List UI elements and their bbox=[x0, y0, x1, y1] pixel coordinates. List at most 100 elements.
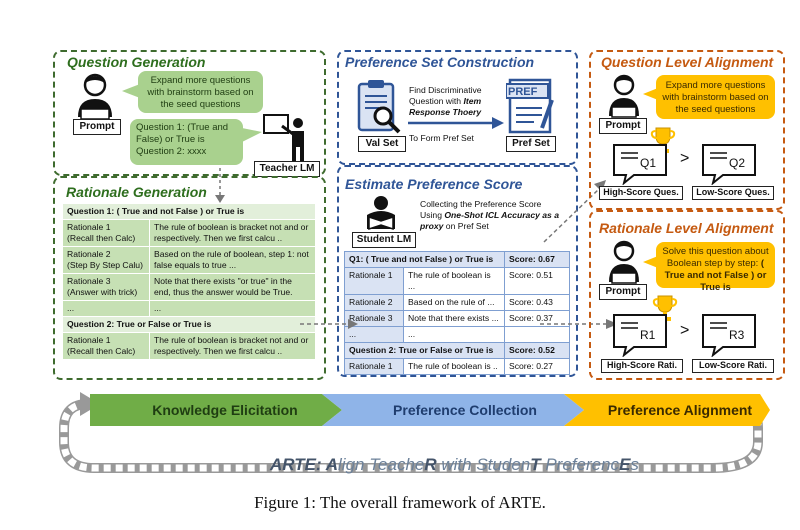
qla-prompt-label: Prompt bbox=[599, 118, 647, 134]
arte-word-lign: lign bbox=[338, 455, 370, 474]
rgen-rationale-name: Rationale 2 (Step By Step Calu) bbox=[62, 246, 150, 274]
arte-acronym: ARTE bbox=[270, 455, 316, 474]
rationale-alignment-title: Rationale Level Alignment bbox=[599, 220, 774, 236]
question-generation-panel bbox=[53, 50, 326, 176]
estimate-score-title: Estimate Preference Score bbox=[345, 176, 523, 192]
rla-bubble-tail bbox=[643, 256, 658, 268]
rgen-rationale-text: Note that there exists "or true" in the … bbox=[149, 273, 316, 301]
teacher-to-rationale-arrow bbox=[215, 168, 225, 203]
preference-set-panel bbox=[337, 50, 578, 165]
table-row: Rationale 1 The rule of boolean is .. Sc… bbox=[344, 358, 570, 375]
arte-letter-s: s bbox=[630, 455, 639, 474]
teacher-bubble-tail bbox=[242, 128, 262, 142]
rgen-rationale-text: The rule of boolean is bracket not and o… bbox=[149, 219, 316, 247]
arte-word-studen: Studen bbox=[476, 455, 531, 474]
prompt-person-icon bbox=[75, 73, 115, 121]
q1-label: Q1 bbox=[640, 156, 657, 170]
est-rationale-name: Rationale 1 bbox=[344, 358, 404, 375]
table-row: Rationale 3 Note that there exists ... S… bbox=[344, 310, 570, 327]
arte-word-teache: Teache bbox=[369, 455, 425, 474]
form-pref-text: To Form Pref Set bbox=[409, 133, 474, 143]
qgen-prompt-label: Prompt bbox=[73, 119, 121, 135]
est-rationale-score: Score: 0.43 bbox=[504, 294, 570, 311]
qla-bubble-tail bbox=[643, 88, 658, 100]
est-rationale-name: Rationale 3 bbox=[344, 310, 404, 327]
teacher-bubble: Question 1: (True and False) or True is … bbox=[130, 119, 243, 165]
table-row: Rationale 1 The rule of boolean is ... S… bbox=[344, 267, 570, 295]
table-row: Rationale 1 (Recall then Calc) The rule … bbox=[62, 332, 316, 360]
table-row: Q1: ( True and not False ) or True is Sc… bbox=[344, 251, 570, 268]
est-rationale-text: The rule of boolean is ... bbox=[403, 267, 505, 295]
est-rationale-text: ... bbox=[403, 326, 505, 343]
estimate-score-panel bbox=[337, 165, 578, 377]
collect-text-2: Using bbox=[420, 210, 442, 220]
teacher-bubble-line-2: Question 2: xxxx bbox=[136, 146, 207, 157]
collect-text-1: Collecting the Preference Score bbox=[420, 199, 542, 209]
score-table: Q1: ( True and not False ) or True is Sc… bbox=[344, 251, 570, 375]
question-alignment-panel bbox=[589, 50, 785, 210]
est-rationale-name: ... bbox=[344, 326, 404, 343]
rgen-rationale-name: Rationale 3 (Answer with trick) bbox=[62, 273, 150, 301]
q2-label: Q2 bbox=[729, 156, 746, 170]
arte-colon: : bbox=[315, 455, 326, 474]
est-q1: Q1: ( True and not False ) or True is bbox=[344, 251, 505, 268]
r1-speech-icon bbox=[613, 314, 667, 357]
find-text-em: Item Response Thoery bbox=[409, 96, 482, 117]
student-reading-icon bbox=[363, 195, 399, 231]
qla-prompt-person-icon bbox=[606, 74, 642, 118]
table-row: Rationale 3 (Answer with trick) Note tha… bbox=[62, 273, 316, 301]
est-rationale-score bbox=[504, 326, 570, 343]
rgen-rationale-name: Rationale 1 (Recall then Calc) bbox=[62, 219, 150, 247]
student-lm-label: Student LM bbox=[352, 232, 416, 248]
qla-greater-sign: > bbox=[680, 150, 690, 167]
qgen-bubble-tail bbox=[122, 84, 140, 98]
rla-bubble-text: Solve this question about Boolean step b… bbox=[662, 246, 769, 269]
score-to-rationale-align-arrow bbox=[540, 319, 618, 329]
table-row: Rationale 2 (Step By Step Calu) Based on… bbox=[62, 246, 316, 274]
figure-caption: Figure 1: The overall framework of ARTE. bbox=[254, 493, 546, 512]
find-text-2: Question with bbox=[409, 96, 462, 106]
table-row: Question 2: True or False or True is Sco… bbox=[344, 342, 570, 359]
band-preference-collection: Preference Collection bbox=[393, 402, 537, 418]
pref-document-icon bbox=[505, 76, 562, 136]
rationale-generation-panel bbox=[53, 176, 326, 380]
val-to-pref-arrow bbox=[408, 117, 504, 129]
table-row: ... ... bbox=[344, 326, 570, 343]
val-set-label: Val Set bbox=[358, 136, 406, 152]
arte-word-with: with bbox=[436, 455, 477, 474]
rgen-rationale-name: Rationale 1 (Recall then Calc) bbox=[62, 332, 150, 360]
rgen-rationale-name: ... bbox=[62, 300, 150, 317]
rgen-q1: Question 1: ( True and not False ) or Tr… bbox=[62, 203, 316, 220]
low-score-ques-label: Low-Score Ques. bbox=[692, 186, 774, 200]
question-generation-title: Question Generation bbox=[67, 54, 206, 70]
collect-text-em: One-Shot ICL Accuracy as a proxy bbox=[420, 210, 559, 231]
table-row: ... ... bbox=[62, 300, 316, 317]
table-row: Rationale 2 Based on the rule of ... Sco… bbox=[344, 294, 570, 311]
band-knowledge-elicitation: Knowledge Elicitation bbox=[152, 402, 298, 418]
arte-letter-a: A bbox=[325, 455, 339, 474]
qla-prompt-bubble: Expand more questions with brainstorm ba… bbox=[656, 75, 775, 119]
arte-tagline: ARTE: Align TeacheR with StudenT Prefere… bbox=[270, 455, 639, 475]
table-row: Question 1: ( True and not False ) or Tr… bbox=[62, 203, 316, 220]
pref-icon-text: PREF bbox=[508, 86, 538, 98]
find-text-1: Find Discriminative bbox=[409, 85, 482, 95]
q2-speech-icon bbox=[702, 144, 756, 185]
arte-word-preferenc: Preferenc bbox=[540, 455, 620, 474]
high-score-rati-label: High-Score Rati. bbox=[601, 359, 683, 373]
est-rationale-text: Note that there exists ... bbox=[403, 310, 505, 327]
est-rationale-score: Score: 0.51 bbox=[504, 267, 570, 295]
rgen-rationale-text: ... bbox=[149, 300, 316, 317]
est-rationale-name: Rationale 2 bbox=[344, 294, 404, 311]
rationale-table: Question 1: ( True and not False ) or Tr… bbox=[62, 203, 316, 360]
est-rationale-text: Based on the rule of ... bbox=[403, 294, 505, 311]
pref-set-label: Pref Set bbox=[506, 136, 556, 152]
r1-label: R1 bbox=[640, 328, 656, 342]
band-preference-alignment: Preference Alignment bbox=[607, 402, 753, 418]
collect-score-text: Collecting the Preference Score Using On… bbox=[420, 199, 570, 232]
low-score-rati-label: Low-Score Rati. bbox=[692, 359, 774, 373]
table-row: Question 2: True or False or True is bbox=[62, 316, 316, 333]
qgen-prompt-bubble: Expand more questions with brainstorm ba… bbox=[138, 71, 263, 113]
band-arrows bbox=[90, 394, 770, 426]
est-q1-score: Score: 0.67 bbox=[504, 251, 570, 268]
rationale-generation-title: Rationale Generation bbox=[66, 184, 207, 200]
